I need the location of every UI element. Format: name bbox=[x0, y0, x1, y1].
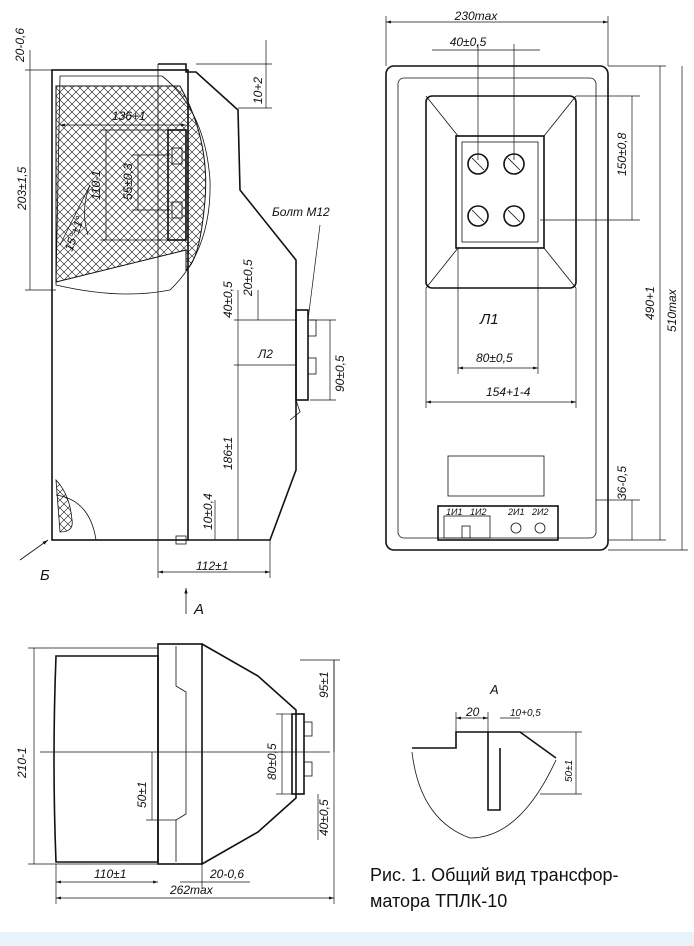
side-winding bbox=[167, 129, 187, 241]
bottom-rear-body bbox=[53, 655, 159, 863]
label-w20-bottom: 20-0,6 bbox=[209, 867, 244, 881]
label-l1: Л1 bbox=[479, 311, 499, 328]
label-w230: 230max bbox=[454, 9, 499, 23]
label-h490: 490+1 bbox=[643, 286, 657, 320]
label-view-b: Б bbox=[40, 567, 50, 584]
bottom-band bbox=[0, 932, 694, 946]
label-h110: 110-1 bbox=[89, 170, 103, 200]
label-bolt: Болт М12 bbox=[272, 205, 330, 219]
label-h95: 95±1 bbox=[317, 671, 331, 698]
label-w40-top: 40±0,5 bbox=[450, 35, 487, 49]
bottom-flange bbox=[157, 643, 203, 865]
label-h510: 510max bbox=[665, 288, 679, 332]
label-h210: 210-1 bbox=[15, 747, 29, 779]
front-housing bbox=[385, 65, 609, 551]
front-bolt-group bbox=[467, 153, 525, 227]
label-h36: 36-0,5 bbox=[615, 466, 629, 500]
label-detail-a: А bbox=[489, 682, 499, 697]
label-h150: 150±0,8 bbox=[615, 132, 629, 176]
detail-a bbox=[411, 712, 582, 839]
bottom-cone bbox=[201, 643, 297, 865]
label-h80-bottom: 80±0,5 bbox=[265, 743, 279, 780]
label-l2: Л2 bbox=[257, 347, 273, 361]
label-term-1i2: 1И2 bbox=[470, 507, 486, 517]
figure-caption: Рис. 1. Общий вид трансфор- матора ТПЛК-… bbox=[370, 862, 680, 914]
caption-line-2: матора ТПЛК-10 bbox=[370, 891, 508, 911]
side-terminal-plate bbox=[295, 309, 309, 401]
front-secondary-terminals bbox=[437, 505, 559, 541]
label-w112: 112±1 bbox=[196, 559, 228, 573]
side-view bbox=[19, 40, 336, 614]
label-h40-bottom: 40±0,5 bbox=[317, 799, 331, 836]
label-w154: 154+1-4 bbox=[486, 385, 531, 399]
label-w110: 110±1 bbox=[94, 867, 126, 881]
label-term-2i1: 2И1 bbox=[507, 507, 524, 517]
bottom-view bbox=[28, 643, 340, 904]
label-h20-06: 20-0,6 bbox=[13, 28, 27, 63]
label-h20-side: 20±0,5 bbox=[241, 259, 255, 297]
label-h186: 186±1 bbox=[221, 437, 235, 470]
label-h50: 50±1 bbox=[135, 781, 149, 808]
side-housing-front bbox=[158, 63, 297, 541]
label-w136: 136+1 bbox=[112, 109, 146, 123]
label-h10-2: 10+2 bbox=[251, 77, 265, 104]
label-h50-detail: 50±1 bbox=[564, 760, 575, 782]
front-nameplate bbox=[447, 455, 545, 497]
label-view-a: А bbox=[193, 601, 204, 618]
label-w20-detail: 20 bbox=[465, 705, 480, 719]
label-h55: 55±0,3 bbox=[121, 163, 135, 200]
label-h203: 203±1,5 bbox=[15, 166, 29, 211]
front-view bbox=[385, 16, 688, 551]
dimension-labels: 230max 40±0,5 20-0,6 10+2 136+1 203±1,5 … bbox=[13, 9, 679, 897]
label-w80-front: 80±0,5 bbox=[476, 351, 513, 365]
label-h90-side: 90±0,5 bbox=[333, 355, 347, 392]
label-term-1i1: 1И1 bbox=[446, 507, 462, 517]
label-h40-side: 40±0,5 bbox=[221, 281, 235, 318]
label-term-2i2: 2И2 bbox=[531, 507, 548, 517]
label-h10-04: 10±0,4 bbox=[201, 493, 215, 530]
caption-line-1: Рис. 1. Общий вид трансфор- bbox=[370, 865, 619, 885]
label-w262: 262max bbox=[169, 883, 214, 897]
front-upper-frame bbox=[425, 95, 577, 289]
label-w10-detail: 10+0,5 bbox=[510, 708, 541, 719]
front-terminal-block bbox=[455, 135, 545, 249]
